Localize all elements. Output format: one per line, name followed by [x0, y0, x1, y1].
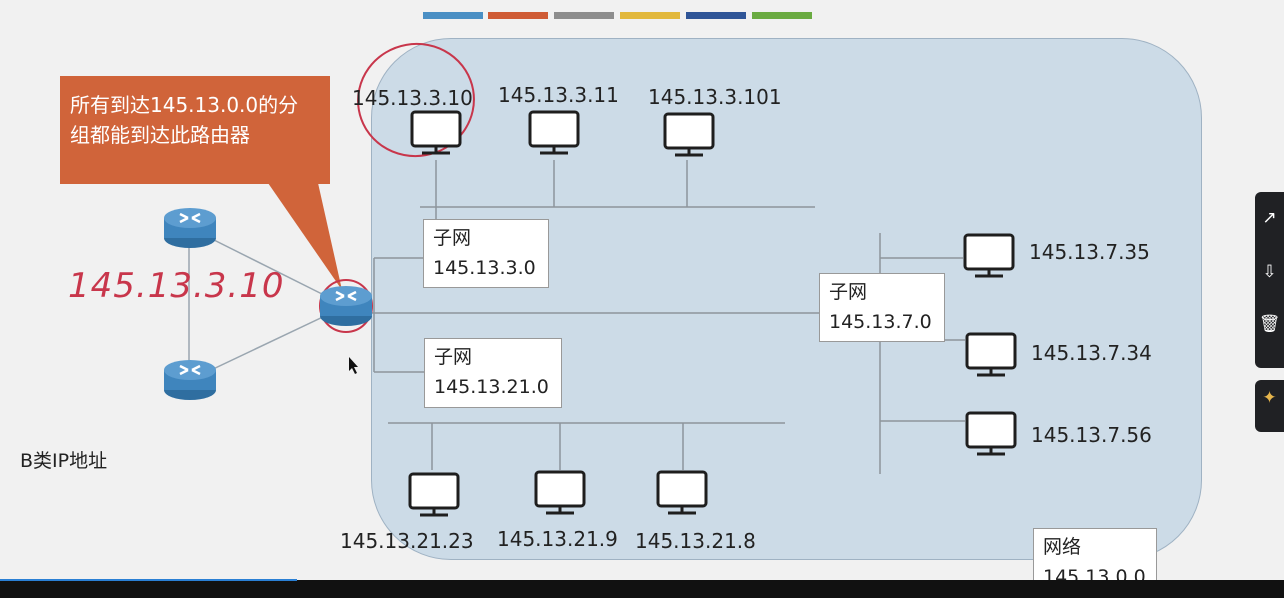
router-icon — [164, 208, 216, 248]
subnet-address: 145.13.7.0 — [829, 311, 932, 333]
subnet-box-145-13-7-0: 子网 145.13.7.0 — [819, 273, 945, 342]
subnet-label: 子网 — [434, 346, 473, 368]
computer-icon — [656, 470, 708, 515]
network-area — [371, 38, 1202, 560]
computer-icon — [410, 110, 462, 155]
computer-icon — [534, 470, 586, 515]
palette-bar-navy — [686, 12, 746, 19]
side-toolbar — [1255, 192, 1284, 368]
host-label: 145.13.21.9 — [497, 527, 618, 551]
host-label: 145.13.7.35 — [1029, 240, 1150, 264]
caption-class-b: B类IP地址 — [20, 450, 108, 472]
video-progress-track[interactable] — [0, 580, 1284, 598]
callout-line-2: 组都能到达此路由器 — [70, 123, 250, 147]
router-icon — [320, 286, 372, 326]
share-icon[interactable]: ↗ — [1262, 208, 1277, 228]
computer-icon — [965, 411, 1017, 456]
host-label: 145.13.21.23 — [340, 529, 474, 553]
palette-bar-orange — [488, 12, 548, 19]
pin-icon[interactable]: ✦ — [1262, 388, 1277, 408]
host-label: 145.13.3.10 — [352, 86, 473, 110]
palette-bar-gray — [554, 12, 614, 19]
computer-icon — [965, 332, 1017, 377]
subnet-label: 子网 — [829, 281, 868, 303]
download-icon[interactable]: ⇩ — [1262, 262, 1277, 282]
host-label: 145.13.3.101 — [648, 85, 782, 109]
subnet-address: 145.13.3.0 — [433, 257, 536, 279]
side-toolbar-pin — [1255, 380, 1284, 432]
palette-bar-blue — [423, 12, 483, 19]
host-label: 145.13.3.11 — [498, 83, 619, 107]
handwritten-address: 145.13.3.10 — [68, 266, 285, 306]
subnet-box-145-13-21-0: 子网 145.13.21.0 — [424, 338, 562, 408]
network-label: 网络 — [1043, 536, 1082, 558]
mouse-cursor — [349, 357, 358, 374]
host-label: 145.13.7.56 — [1031, 423, 1152, 447]
host-label: 145.13.21.8 — [635, 529, 756, 553]
computer-icon — [963, 233, 1015, 278]
subnet-box-145-13-3-0: 子网 145.13.3.0 — [423, 219, 549, 288]
computer-icon — [408, 472, 460, 517]
palette-bar-green — [752, 12, 812, 19]
callout-line-1: 所有到达145.13.0.0的分 — [70, 93, 299, 117]
subnet-label: 子网 — [433, 227, 472, 249]
host-label: 145.13.7.34 — [1031, 341, 1152, 365]
computer-icon — [663, 112, 715, 157]
annotation-circle-host — [357, 42, 475, 158]
callout-box: 所有到达145.13.0.0的分 组都能到达此路由器 — [60, 76, 330, 184]
trash-icon[interactable]: 🗑 — [1258, 314, 1281, 334]
computer-icon — [528, 110, 580, 155]
palette-bar-yellow — [620, 12, 680, 19]
video-progress-fill — [0, 579, 297, 581]
router-icon — [164, 360, 216, 400]
subnet-address: 145.13.21.0 — [434, 376, 549, 398]
callout-pointer — [268, 183, 342, 290]
